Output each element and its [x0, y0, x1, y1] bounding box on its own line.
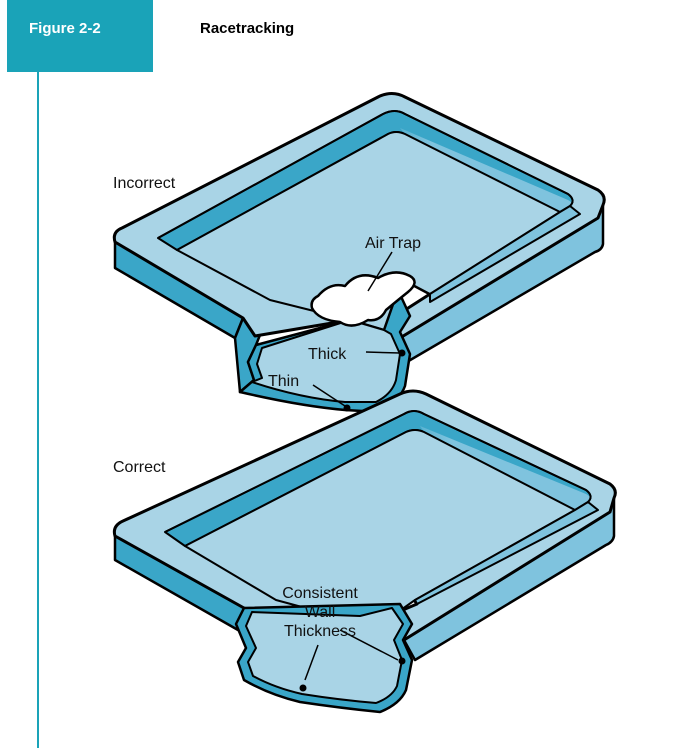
correct-heading: Correct [113, 459, 166, 476]
wall-label: Wall [305, 604, 336, 621]
air-trap-label: Air Trap [365, 235, 421, 252]
correct-tray [114, 391, 615, 712]
consistent-label: Consistent [282, 585, 358, 602]
thickness-label: Thickness [284, 623, 356, 640]
thick-label: Thick [308, 346, 347, 363]
thin-label: Thin [268, 373, 299, 390]
incorrect-tray [114, 94, 604, 413]
incorrect-heading: Incorrect [113, 175, 176, 192]
